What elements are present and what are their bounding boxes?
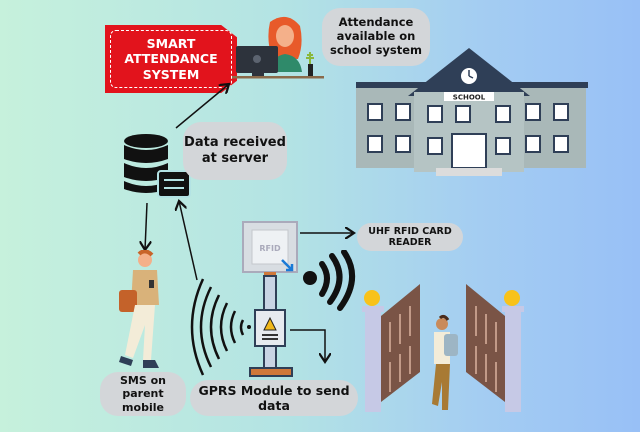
school-sign: SCHOOL <box>453 94 486 102</box>
parent-with-phone-icon <box>119 250 159 368</box>
arrow-gprs-to-server <box>179 201 198 281</box>
school-building-icon: SCHOOL <box>356 48 588 176</box>
arrow-server-to-admin <box>175 84 229 129</box>
smart-attendance-system-tag: SMART ATTENDANCE SYSTEM <box>105 25 237 93</box>
database-server-icon <box>124 134 191 198</box>
school-gate-icon <box>362 284 524 412</box>
uhf-rfid-reader-bubble: UHF RFID CARD READER <box>357 223 463 251</box>
gprs-signal-waves-icon <box>190 278 251 376</box>
attendance-available-bubble: Attendance available on school system <box>322 8 430 66</box>
data-received-bubble: Data received at server <box>183 122 287 180</box>
rfid-tag-text: RFID <box>259 244 281 253</box>
gprs-module-bubble: GPRS Module to send data <box>190 380 358 416</box>
rfid-signal-waves-icon <box>303 250 356 311</box>
arrow-server-to-parent <box>145 202 147 250</box>
admin-at-computer-icon <box>232 16 324 79</box>
tag-title: SMART ATTENDANCE SYSTEM <box>124 35 218 82</box>
arrow-to-gprs-label <box>290 329 325 362</box>
sms-parent-bubble: SMS on parent mobile <box>100 372 186 416</box>
rfid-reader-pole-icon: RFID <box>242 221 298 377</box>
